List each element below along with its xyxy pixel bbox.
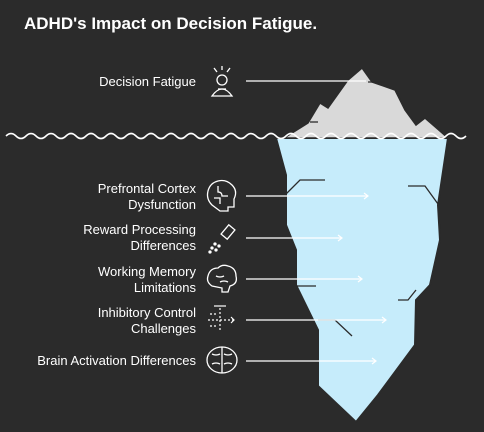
label-inhibitory-control: Inhibitory Control Challenges xyxy=(97,305,196,336)
label-brain-activation: Brain Activation Differences xyxy=(37,353,196,368)
brain-icon xyxy=(206,264,238,293)
iceberg-tip-lines xyxy=(310,81,385,123)
water-line xyxy=(5,132,467,140)
stressed-person-icon xyxy=(210,66,234,97)
salt-shaker-icon xyxy=(208,223,236,254)
label-reward-processing: Reward Processing Differences xyxy=(83,222,196,253)
pointer-arrowheads xyxy=(337,192,387,365)
dotted-arrows-icon xyxy=(208,305,235,332)
iceberg-tip xyxy=(281,66,451,139)
page-title: ADHD's Impact on Decision Fatigue. xyxy=(24,14,318,33)
label-working-memory: Working Memory Limitations xyxy=(97,264,196,295)
brain-icon xyxy=(206,346,238,374)
label-decision-fatigue: Decision Fatigue xyxy=(99,74,196,89)
brain-puzzle-icon xyxy=(206,179,237,212)
pointer-lines xyxy=(246,80,386,362)
label-prefrontal-cortex: Prefrontal Cortex Dysfunction xyxy=(97,181,196,212)
